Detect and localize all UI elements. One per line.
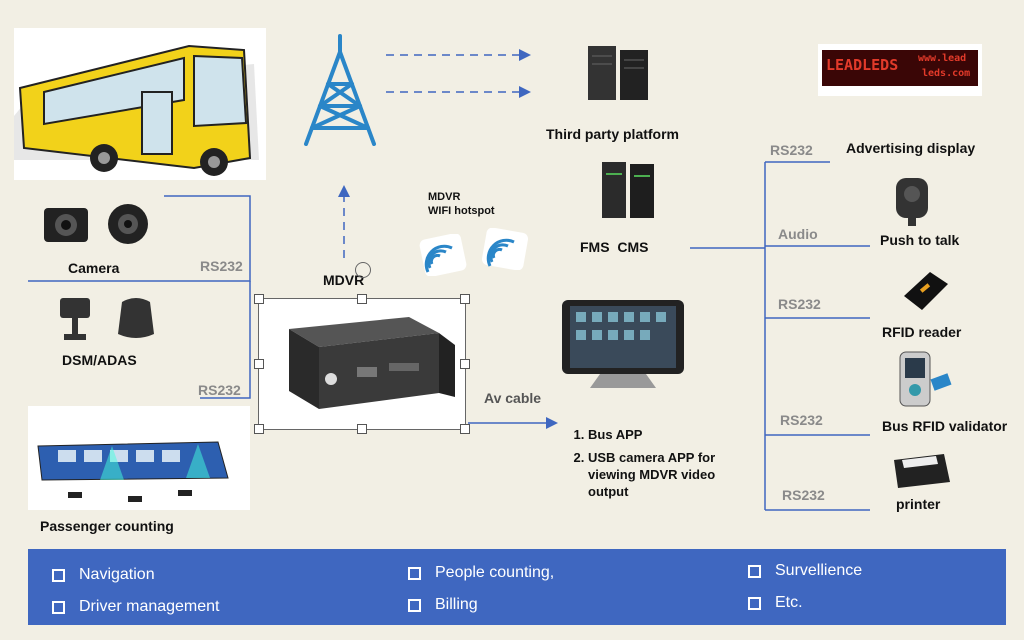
fms-cms-label: FMS CMS — [580, 239, 649, 255]
selection-handle[interactable] — [254, 294, 264, 304]
push-to-talk-label: Push to talk — [880, 232, 960, 248]
wifi-icon — [418, 233, 468, 277]
rs232-label: RS232 — [778, 296, 821, 312]
selection-handle[interactable] — [460, 359, 470, 369]
app-item: Bus APP — [588, 426, 748, 443]
audio-label: Audio — [778, 226, 818, 242]
rfid-reader-label: RFID reader — [882, 324, 962, 340]
feature-label: Billing — [435, 596, 478, 613]
printer-label: printer — [896, 496, 941, 512]
rs232-label: RS232 — [782, 487, 825, 503]
checkbox-icon — [748, 596, 761, 610]
mdvr-device-image — [289, 317, 455, 409]
feature-label: Driver management — [79, 598, 220, 615]
camera-icon — [40, 200, 152, 248]
rfid-validator-icon — [896, 350, 960, 410]
wifi-label-line1: MDVR — [428, 191, 461, 203]
rotate-handle-icon[interactable] — [355, 262, 371, 278]
wifi-label-line2: WIFI hotspot — [428, 205, 495, 217]
antenna-tower-icon — [300, 34, 380, 146]
app-item: USB camera APP for viewing MDVR video ou… — [588, 449, 748, 500]
third-party-label: Third party platform — [546, 126, 680, 142]
feature-item: Driver management — [52, 598, 220, 616]
mdvr-label: MDVR — [323, 272, 365, 288]
av-cable-label: Av cable — [484, 390, 542, 406]
rs232-label: RS232 — [198, 382, 241, 398]
feature-item: Survellience — [748, 562, 862, 580]
feature-item: People counting, — [408, 564, 554, 582]
feature-item: Billing — [408, 596, 478, 614]
push-to-talk-mic-icon — [890, 176, 934, 228]
features-bar: Navigation Driver management People coun… — [28, 549, 1006, 625]
selection-handle[interactable] — [460, 294, 470, 304]
server-icon — [586, 44, 650, 102]
led-text-small: leds.com — [922, 68, 971, 79]
checkbox-icon — [748, 564, 761, 578]
led-text-small: www.lead — [918, 53, 967, 64]
feature-item: Etc. — [748, 594, 803, 612]
rs232-label: RS232 — [770, 142, 813, 158]
feature-item: Navigation — [52, 566, 155, 584]
selection-handle[interactable] — [357, 424, 367, 434]
fms-server-icon — [600, 160, 656, 220]
advertising-display-label: Advertising display — [846, 140, 976, 156]
rs232-label: RS232 — [780, 412, 823, 428]
apps-list: Bus APP USB camera APP for viewing MDVR … — [568, 426, 748, 506]
bus-rfid-validator-label: Bus RFID validator — [882, 418, 1008, 434]
feature-label: Survellience — [775, 562, 863, 579]
checkbox-icon — [408, 598, 421, 612]
checkbox-icon — [408, 566, 421, 580]
rfid-reader-icon — [900, 266, 952, 314]
led-display-image: LEADLEDS www.lead leds.com — [818, 44, 982, 96]
passenger-counting-label: Passenger counting — [40, 518, 174, 534]
feature-label: Navigation — [79, 566, 155, 583]
wifi-icon — [480, 227, 530, 271]
selection-handle[interactable] — [254, 424, 264, 434]
passenger-counting-image — [28, 406, 250, 510]
mdvr-selection-box[interactable] — [258, 298, 466, 430]
checkbox-icon — [52, 568, 65, 582]
camera-label: Camera — [68, 260, 120, 276]
tablet-device-image — [560, 298, 686, 392]
led-text: LEADLEDS — [826, 56, 899, 74]
dsm-adas-icon — [56, 294, 160, 344]
dsm-adas-label: DSM/ADAS — [62, 352, 137, 368]
printer-icon — [888, 446, 954, 490]
feature-label: Etc. — [775, 594, 803, 611]
rs232-label: RS232 — [200, 258, 243, 274]
selection-handle[interactable] — [254, 359, 264, 369]
checkbox-icon — [52, 600, 65, 614]
selection-handle[interactable] — [357, 294, 367, 304]
bus-image — [14, 28, 266, 180]
wifi-label: MDVR WIFI hotspot — [428, 190, 495, 218]
selection-handle[interactable] — [460, 424, 470, 434]
feature-label: People counting, — [435, 564, 555, 581]
